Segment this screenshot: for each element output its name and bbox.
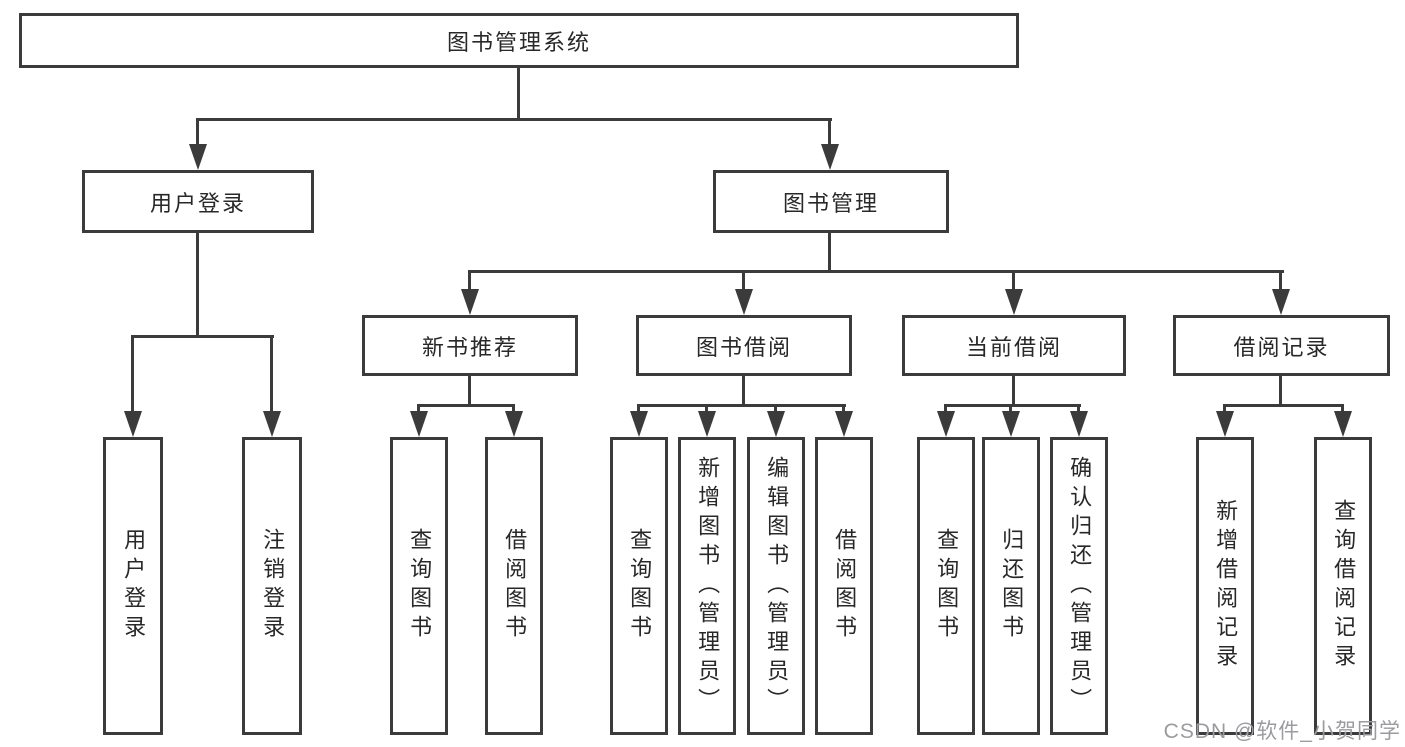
node-user-login: 用户登录 (82, 170, 314, 233)
node-label: 新增借阅记录 (1213, 499, 1239, 673)
node-book-borrowing: 图书借阅 (636, 315, 852, 376)
connector-line (705, 404, 708, 414)
connector-line (196, 118, 199, 146)
connector-line (270, 335, 273, 413)
arrow-down-icon (124, 411, 142, 437)
connector-group-rail (418, 404, 515, 407)
arrow-down-icon (767, 411, 785, 437)
connector-line (1341, 404, 1344, 414)
arrow-down-icon (410, 411, 428, 437)
connector-line (1223, 404, 1226, 414)
arrow-down-icon (1002, 411, 1020, 437)
node-new-book-recommend: 新书推荐 (362, 315, 578, 376)
connector-line (1009, 404, 1012, 414)
connector-line (512, 404, 515, 414)
arrow-down-icon (937, 411, 955, 437)
connector-group-stem (742, 376, 745, 407)
arrow-down-icon (263, 411, 281, 437)
connector-group-rail (638, 404, 846, 407)
connector-line (468, 270, 471, 291)
leaf-borrow-book-recommend: 借阅图书 (485, 437, 543, 735)
leaf-confirm-return-admin: 确认归还（管理员） (1050, 437, 1108, 735)
connector-bookmgmt-stem (828, 233, 831, 273)
connector-bookmgmt-rail (468, 270, 1284, 273)
leaf-borrow-book: 借阅图书 (815, 437, 873, 735)
connector-line (944, 404, 947, 414)
node-label: 借阅图书 (502, 528, 528, 644)
node-label: 编辑图书（管理员） (764, 455, 790, 717)
leaf-query-books-recommend: 查询图书 (390, 437, 448, 735)
leaf-user-login: 用户登录 (103, 437, 163, 735)
connector-group-stem (1279, 376, 1282, 407)
arrow-down-icon (1216, 411, 1234, 437)
arrow-down-icon (821, 144, 839, 170)
connector-line (742, 270, 745, 291)
connector-group-rail (945, 404, 1081, 407)
arrow-down-icon (698, 411, 716, 437)
node-label: 用户登录 (149, 190, 246, 216)
connector-line (131, 335, 134, 413)
arrow-down-icon (1272, 289, 1290, 315)
arrow-down-icon (461, 289, 479, 315)
connector-group-stem (1012, 376, 1015, 407)
arrow-down-icon (1005, 289, 1023, 315)
arrow-down-icon (1334, 411, 1352, 437)
connector-group-rail (1224, 404, 1344, 407)
arrow-down-icon (835, 411, 853, 437)
arrow-down-icon (189, 144, 207, 170)
node-library-system: 图书管理系统 (19, 13, 1019, 68)
leaf-query-books-borrow: 查询图书 (610, 437, 668, 735)
connector-line (774, 404, 777, 414)
node-label: 查询图书 (407, 528, 433, 644)
leaf-logout: 注销登录 (242, 437, 302, 735)
leaf-query-borrow-record: 查询借阅记录 (1314, 437, 1372, 735)
connector-line (1279, 270, 1282, 291)
connector-line (417, 404, 420, 414)
csdn-watermark: CSDN @软件_小贺同学 (1163, 720, 1401, 743)
connector-line (1077, 404, 1080, 414)
arrow-down-icon (505, 411, 523, 437)
connector-line (1012, 270, 1015, 291)
node-label: 确认归还（管理员） (1067, 455, 1093, 717)
node-label: 查询图书 (934, 528, 960, 644)
node-label: 注销登录 (260, 528, 286, 644)
node-label: 图书管理 (782, 190, 879, 216)
node-label: 借阅记录 (1233, 334, 1330, 360)
node-borrowing-records: 借阅记录 (1173, 315, 1390, 376)
arrow-down-icon (1070, 411, 1088, 437)
node-label: 查询图书 (627, 528, 653, 644)
node-book-management: 图书管理 (713, 170, 949, 233)
connector-root-stem (517, 68, 520, 120)
node-label: 新增图书（管理员） (695, 455, 721, 717)
connector-line (842, 404, 845, 414)
node-current-borrowing: 当前借阅 (902, 315, 1126, 376)
leaf-return-book: 归还图书 (982, 437, 1040, 735)
node-label: 图书借阅 (695, 334, 792, 360)
connector-line (637, 404, 640, 414)
leaf-edit-book-admin: 编辑图书（管理员） (747, 437, 805, 735)
node-label: 借阅图书 (832, 528, 858, 644)
connector-userlogin-rail (132, 335, 274, 338)
node-label: 归还图书 (999, 528, 1025, 644)
arrow-down-icon (735, 289, 753, 315)
connector-root-rail (197, 118, 832, 121)
leaf-add-book-admin: 新增图书（管理员） (678, 437, 736, 735)
connector-group-stem (468, 376, 471, 407)
leaf-add-borrow-record: 新增借阅记录 (1196, 437, 1254, 735)
arrow-down-icon (630, 411, 648, 437)
connector-userlogin-stem (196, 233, 199, 337)
leaf-query-books-current: 查询图书 (917, 437, 975, 735)
node-label: 图书管理系统 (446, 29, 591, 55)
node-label: 新书推荐 (421, 334, 518, 360)
connector-line (828, 118, 831, 146)
node-label: 当前借阅 (965, 334, 1062, 360)
node-label: 查询借阅记录 (1331, 499, 1357, 673)
node-label: 用户登录 (121, 528, 147, 644)
